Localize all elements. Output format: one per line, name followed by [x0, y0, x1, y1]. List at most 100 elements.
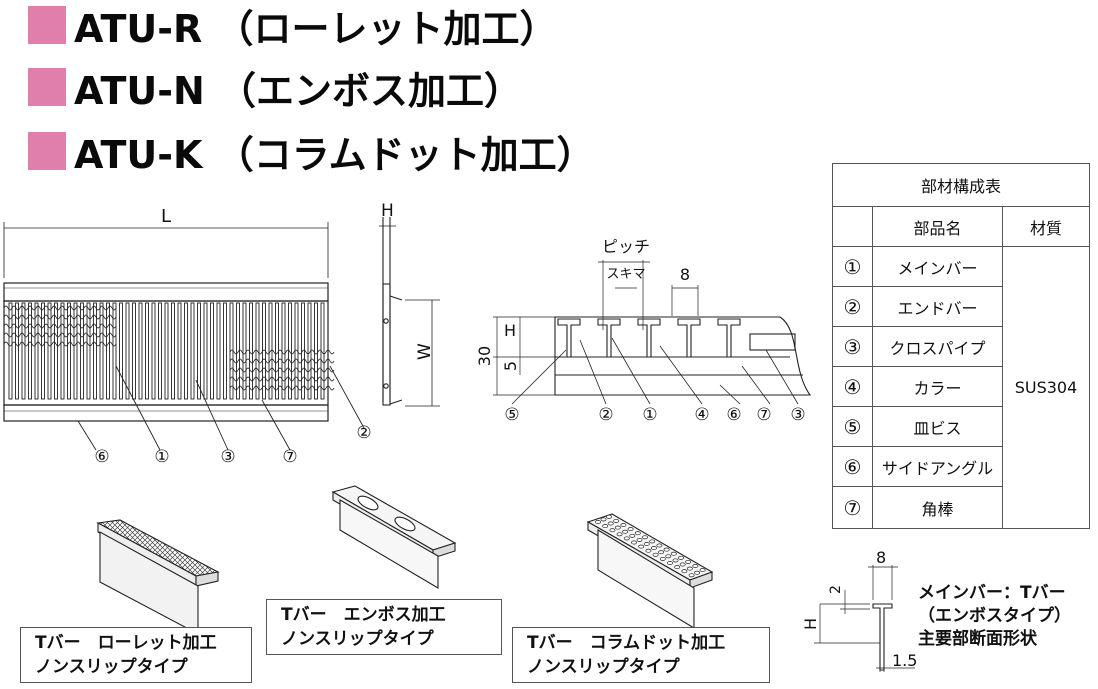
- dim-H-label: H: [504, 321, 516, 340]
- callout-5: ⑤: [504, 405, 519, 425]
- main-bar: [190, 302, 195, 400]
- caption-line: Tバー ローレット加工: [35, 633, 217, 653]
- note-line: メインバー：Tバー: [918, 583, 1066, 603]
- main-bar: [21, 302, 26, 400]
- main-bar: [99, 302, 104, 400]
- tbar-knurled-3d: [96, 519, 220, 635]
- detail-section: [814, 565, 915, 672]
- dot-pattern: [688, 573, 695, 578]
- dot-pattern: [645, 548, 652, 553]
- dot-pattern: [595, 520, 601, 524]
- part-no: ⑥: [832, 446, 873, 487]
- title-marker: [28, 132, 66, 170]
- model-name: ATU-K: [74, 132, 203, 177]
- dot-pattern: [623, 536, 630, 541]
- dot-pattern: [667, 561, 673, 565]
- t-bar-section: [597, 318, 621, 358]
- dot-pattern: [659, 556, 666, 561]
- main-bar: [177, 302, 182, 400]
- main-bar: [197, 302, 201, 400]
- main-bar: [93, 302, 97, 400]
- part-name: 角棒: [872, 486, 1003, 529]
- tbar-embossed-3d: [331, 485, 457, 589]
- dot-pattern: [665, 554, 672, 559]
- dot-pattern: [681, 569, 688, 574]
- main-bar: [268, 302, 273, 400]
- dot-pattern: [606, 514, 612, 519]
- part-no: ①: [832, 246, 873, 287]
- callout-3: ③: [790, 405, 805, 425]
- table-row: ⑥ サイドアングル: [832, 446, 1090, 487]
- dot-pattern: [607, 521, 614, 526]
- main-bar: [288, 302, 292, 400]
- note-line: （エンボスタイプ）: [918, 606, 1071, 626]
- caption-columndot: Tバー コラムドット加工 ノンスリップタイプ: [512, 627, 770, 683]
- main-bar: [236, 302, 240, 400]
- title-atu-n: ATU-N （エンボス加工）: [28, 64, 522, 113]
- dot-pattern: [649, 539, 656, 544]
- main-bar: [125, 302, 130, 400]
- knurl-pattern: [3, 314, 117, 320]
- dot-pattern: [631, 540, 637, 545]
- knurl-pattern: [229, 349, 335, 355]
- part-name: エンドバー: [872, 286, 1003, 327]
- caption-line: Tバー エンボス加工: [281, 605, 446, 625]
- main-bar: [158, 302, 162, 400]
- dot-pattern: [629, 533, 636, 538]
- dot-pattern: [627, 527, 634, 532]
- callout-1: ①: [642, 405, 657, 425]
- dot-pattern: [670, 551, 677, 556]
- model-name: ATU-R: [74, 6, 203, 51]
- dot-pattern: [609, 528, 616, 533]
- main-bar: [28, 302, 32, 400]
- part-no: ⑦: [832, 486, 873, 529]
- main-bar: [47, 302, 52, 400]
- main-bar: [255, 302, 260, 400]
- part-no: ②: [832, 286, 873, 327]
- dot-pattern: [614, 525, 621, 530]
- tbar-columndot-3d: [586, 513, 714, 629]
- dot-pattern: [636, 537, 643, 542]
- knurl-pattern: [3, 332, 117, 338]
- front-callouts: ⑥ ① ③ ⑦ ② L: [94, 206, 371, 467]
- main-bar: [151, 302, 156, 400]
- knurl-pattern: [3, 305, 117, 311]
- part-name: クロスパイプ: [872, 326, 1003, 367]
- dim-W-label: W: [415, 343, 435, 360]
- header-name: 部品名: [872, 206, 1003, 247]
- detail-note: メインバー：Tバー （エンボスタイプ） 主要部断面形状: [918, 582, 1071, 651]
- part-no: ⑤: [832, 406, 873, 447]
- dim-1.5-label: 1.5: [892, 651, 917, 670]
- knurl-pattern: [229, 376, 335, 382]
- callout-6: ⑥: [726, 405, 741, 425]
- main-bar: [112, 302, 117, 400]
- dot-pattern: [616, 532, 623, 537]
- t-bar-section: [677, 318, 701, 358]
- main-bar: [249, 302, 253, 400]
- dot-pattern: [634, 531, 641, 536]
- callout-3: ③: [220, 447, 235, 467]
- part-name: カラー: [872, 366, 1003, 407]
- title-marker: [28, 6, 66, 44]
- main-bar: [67, 302, 71, 400]
- main-bar: [73, 302, 78, 400]
- main-bar: [41, 302, 45, 400]
- model-name: ATU-N: [74, 68, 205, 113]
- callout-7: ⑦: [756, 405, 771, 425]
- callout-6: ⑥: [94, 447, 109, 467]
- header-no: [832, 206, 873, 247]
- dim-5-label: 5: [501, 361, 520, 371]
- dot-pattern: [613, 518, 620, 523]
- parts-table: 部材構成表 部品名 材質 ① メインバー SUS304 ② エンドバー ③ クロ…: [832, 163, 1090, 529]
- knurl-pattern: [229, 385, 335, 391]
- main-bar: [15, 302, 19, 400]
- main-bar: [171, 302, 175, 400]
- knurl-pattern: [3, 323, 117, 329]
- part-name: 皿ビス: [872, 406, 1003, 447]
- main-bar: [132, 302, 136, 400]
- dim-H-label: H: [801, 618, 820, 630]
- knurl-pattern: [229, 358, 335, 364]
- side-view: [379, 217, 440, 407]
- title-atu-r: ATU-R （ローレット加工）: [28, 2, 558, 51]
